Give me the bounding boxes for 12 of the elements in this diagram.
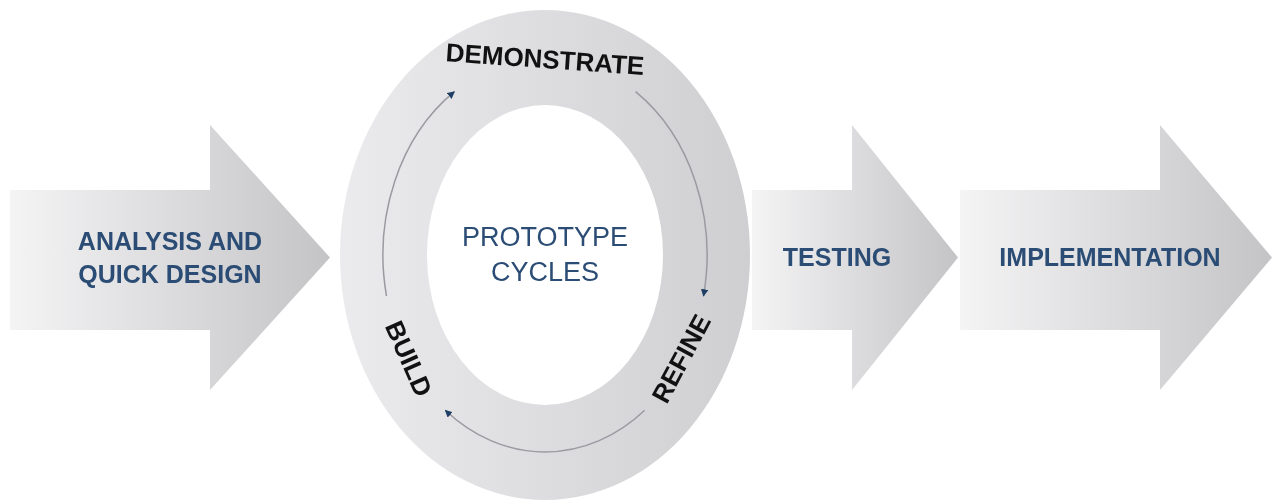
step-label: IMPLEMENTATION bbox=[999, 241, 1221, 273]
step-label: ANALYSIS AND QUICK DESIGN bbox=[76, 225, 264, 290]
process-arrow bbox=[960, 125, 1272, 390]
cycle-arrow bbox=[634, 90, 709, 297]
process-arrow bbox=[752, 125, 958, 390]
step-label: PROTOTYPE CYCLES bbox=[460, 220, 629, 289]
process-arrow bbox=[10, 125, 330, 390]
stage-label: DEMONSTRATE bbox=[444, 36, 646, 84]
cycle-arrow bbox=[444, 409, 646, 453]
cycle-arrow bbox=[382, 90, 456, 297]
step-label: TESTING bbox=[782, 241, 892, 273]
cycle-ring bbox=[340, 10, 750, 500]
